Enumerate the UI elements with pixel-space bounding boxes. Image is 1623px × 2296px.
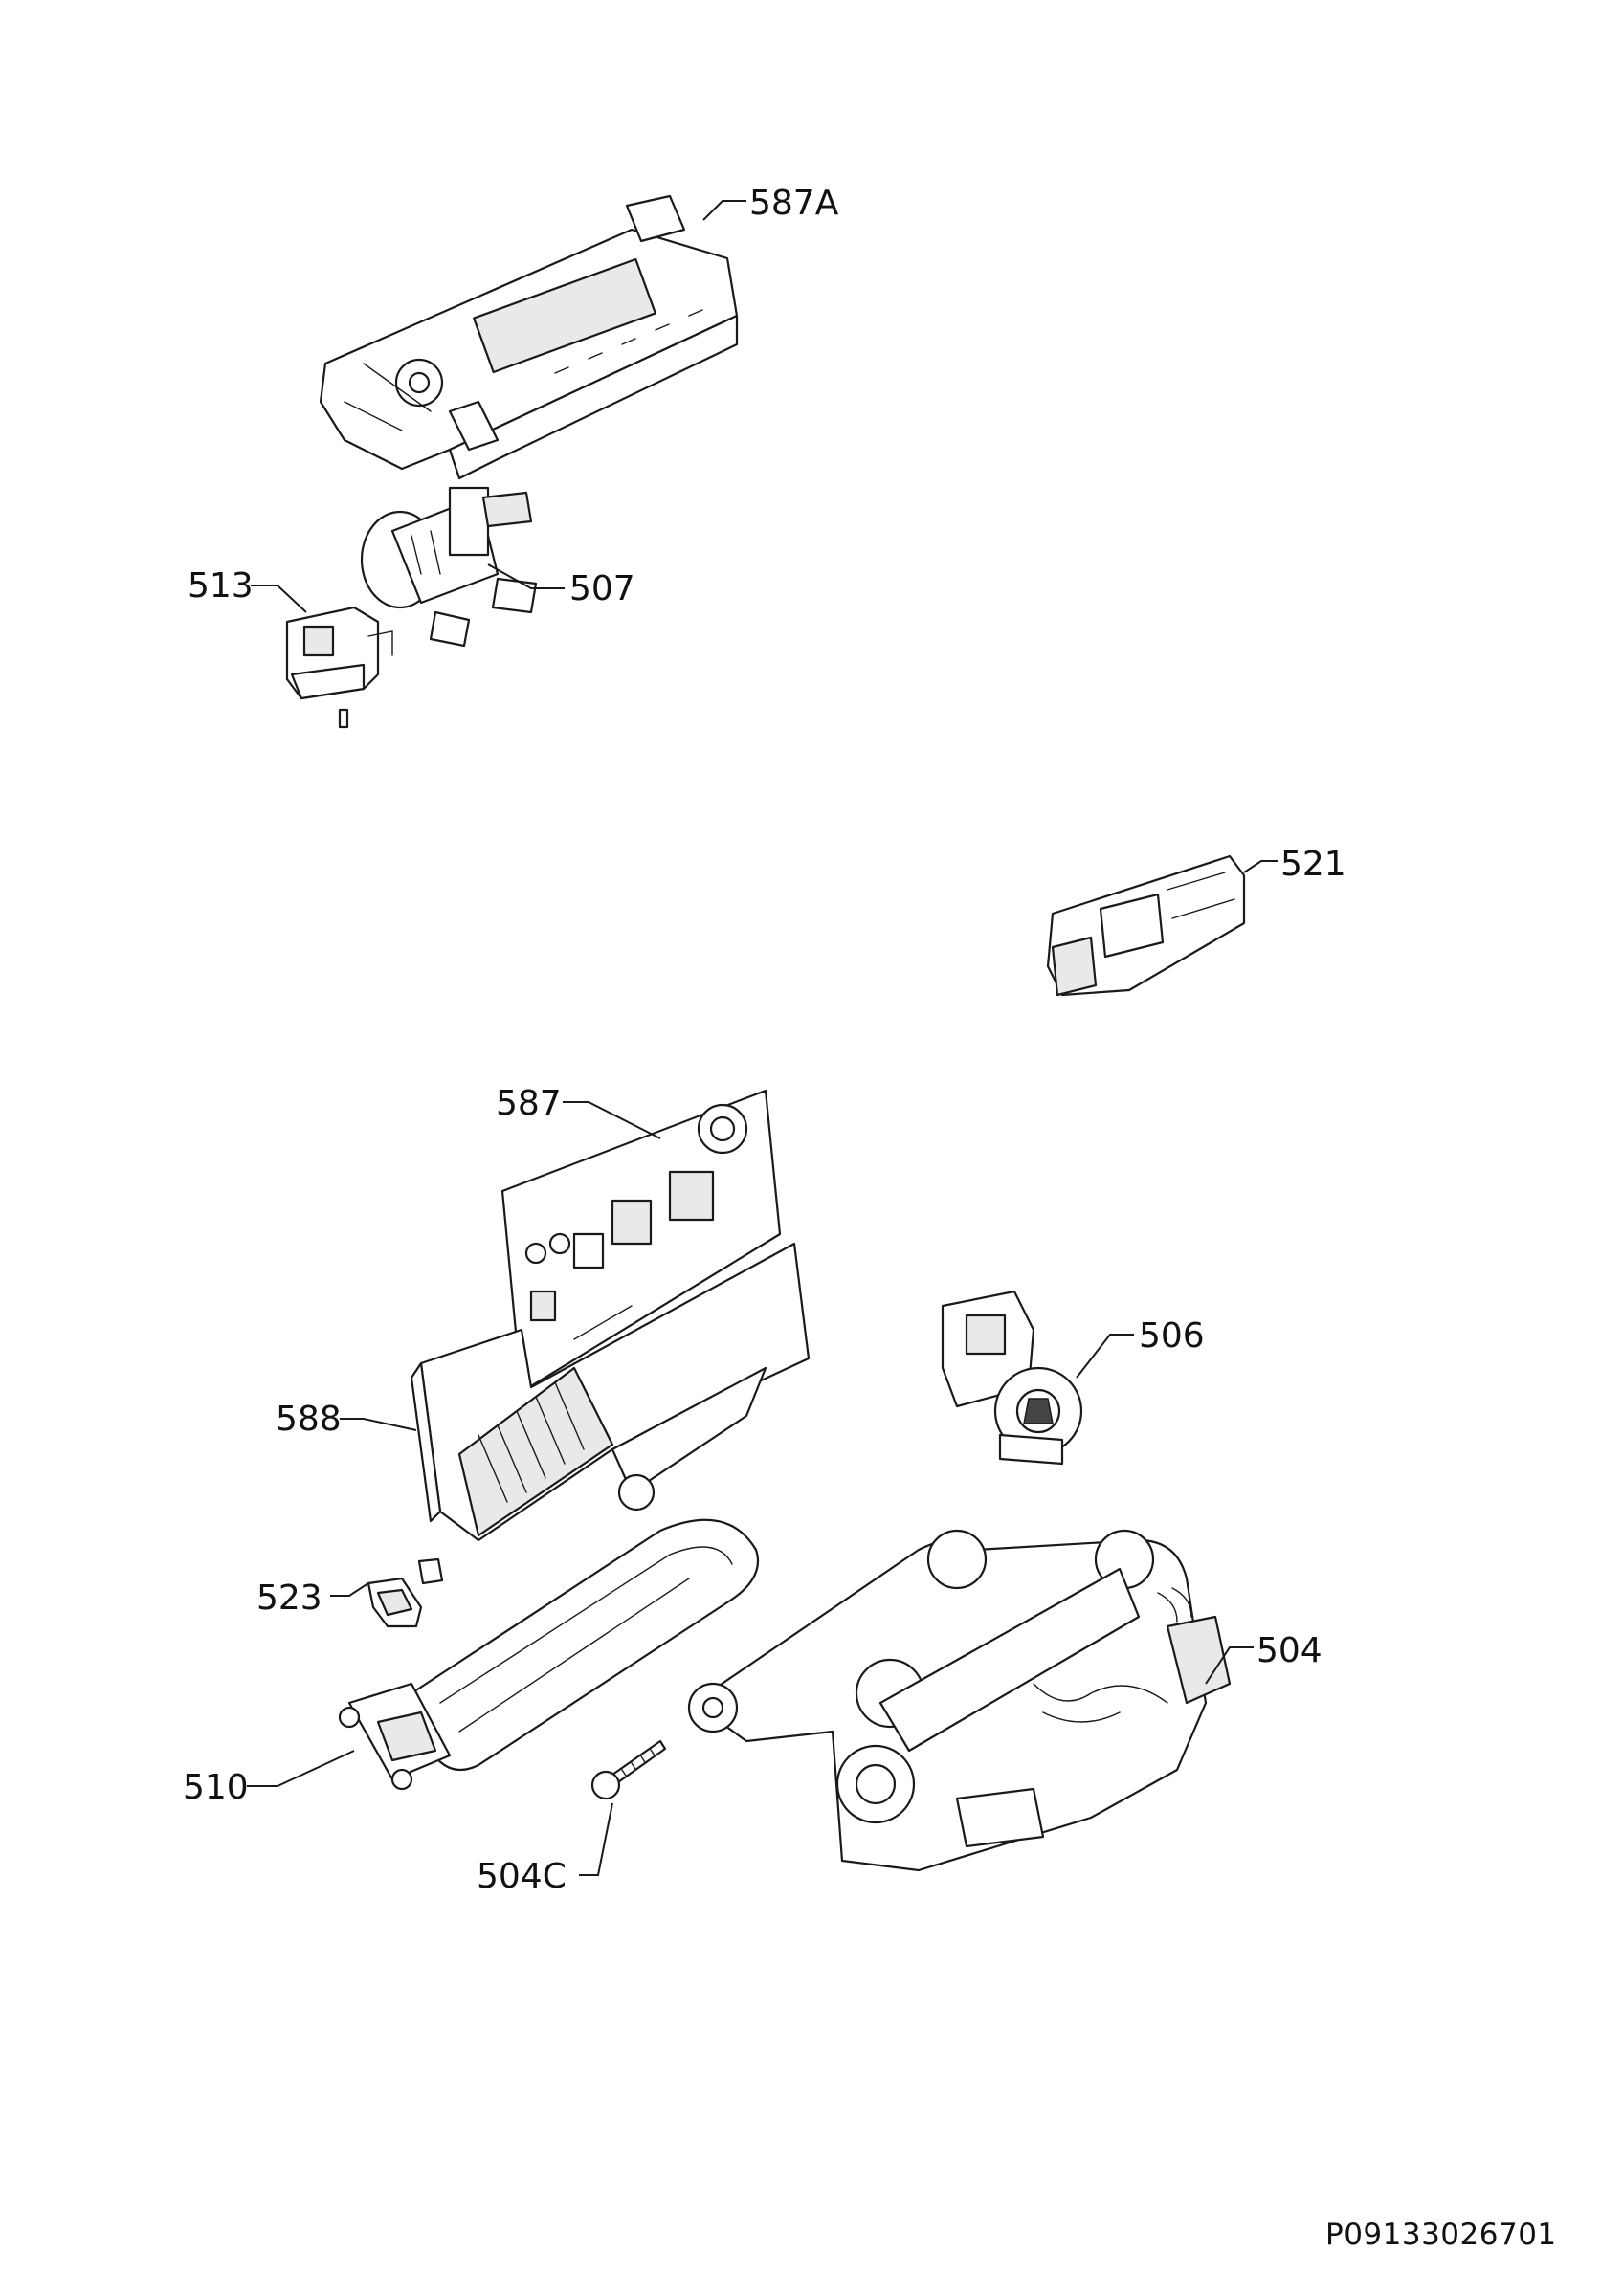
part-504-motor bbox=[687, 1529, 1232, 1872]
leader-504c bbox=[579, 1802, 613, 1876]
callout-510: 510 bbox=[183, 1768, 249, 1807]
part-513-pressure-switch bbox=[285, 606, 393, 729]
callout-507: 507 bbox=[569, 569, 635, 608]
leader-507 bbox=[487, 563, 565, 589]
leader-506 bbox=[1076, 1334, 1134, 1379]
callout-523: 523 bbox=[256, 1578, 322, 1618]
leader-510 bbox=[247, 1750, 355, 1787]
part-521-door-lock bbox=[1046, 854, 1246, 997]
leader-523 bbox=[330, 1582, 369, 1597]
callout-504: 504 bbox=[1256, 1631, 1323, 1670]
callout-588: 588 bbox=[276, 1400, 342, 1439]
callout-521: 521 bbox=[1280, 845, 1346, 884]
leader-513 bbox=[251, 585, 307, 613]
part-523-clip bbox=[367, 1557, 444, 1628]
callout-587a: 587A bbox=[749, 184, 839, 223]
part-506-drain-pump bbox=[941, 1290, 1083, 1466]
leader-588 bbox=[340, 1418, 417, 1431]
part-587-main-pcb bbox=[500, 1089, 782, 1394]
document-code: P09133026701 bbox=[1325, 2218, 1557, 2252]
part-510-heating-element bbox=[338, 1518, 760, 1791]
callout-506: 506 bbox=[1139, 1316, 1205, 1356]
leader-587 bbox=[563, 1101, 661, 1139]
leader-504 bbox=[1205, 1646, 1254, 1685]
callout-504c: 504C bbox=[477, 1857, 567, 1896]
part-588-pcb-housing bbox=[410, 1242, 811, 1542]
leader-521 bbox=[1243, 860, 1278, 873]
part-504c-screw bbox=[590, 1739, 667, 1800]
callout-587: 587 bbox=[496, 1084, 562, 1123]
callout-513: 513 bbox=[188, 566, 254, 606]
part-587a-control-module bbox=[319, 194, 739, 480]
leader-587a bbox=[702, 200, 746, 221]
part-507-inlet-valve bbox=[360, 486, 538, 648]
